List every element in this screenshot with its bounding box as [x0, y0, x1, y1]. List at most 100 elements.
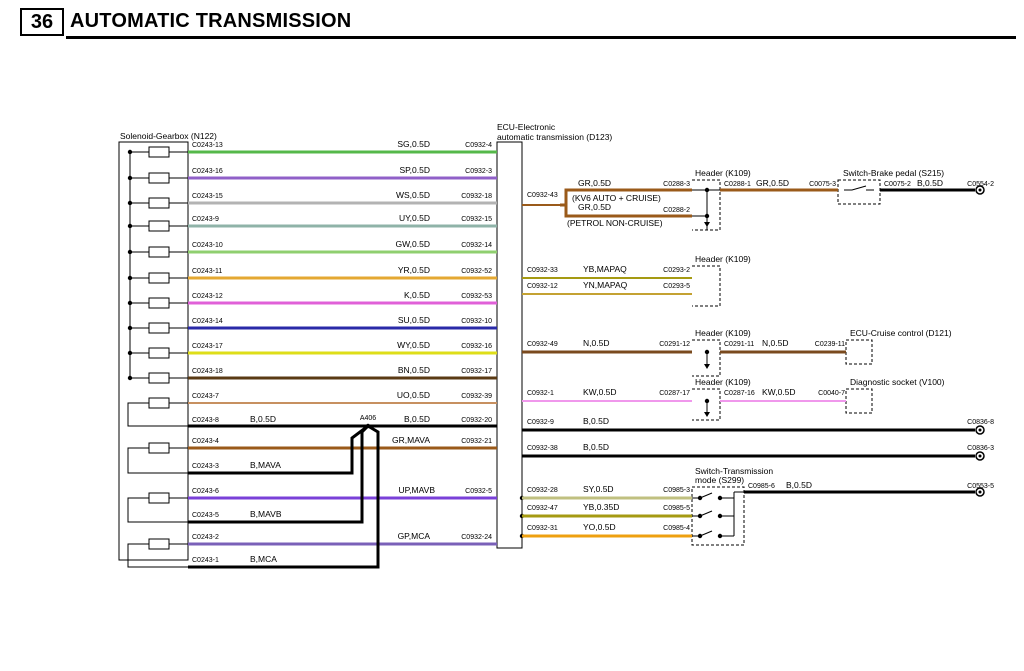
connector-C0243-2: C0243-2 [192, 534, 219, 541]
connector-C0985-4: C0985-4 [663, 525, 690, 532]
connector-C0243-15: C0243-15 [192, 193, 223, 200]
connector-C0243-4: C0243-4 [192, 438, 219, 445]
solenoid-coil [148, 272, 170, 284]
ecu-pin-C0932-21: C0932-21 [461, 438, 492, 445]
connector-C0040-7: C0040-7 [818, 390, 845, 397]
wire-label-GR-MAVA: GR,MAVA [392, 435, 430, 445]
wire-GR-petrol [564, 205, 692, 218]
switch-contact [844, 185, 867, 191]
wire-label-SG,0.5D: SG,0.5D [397, 139, 430, 149]
header-k109-brake-label: Header (K109) [695, 168, 751, 178]
connector-C0291-11: C0291-11 [724, 341, 754, 348]
wire-label-YO,0.5D: YO,0.5D [583, 522, 616, 532]
ecu-pin-C0932-53: C0932-53 [461, 293, 492, 300]
wire-B-MCA [188, 424, 380, 569]
ground-terminal-center [978, 454, 982, 458]
connector-C0293-5: C0293-5 [663, 283, 690, 290]
ecu-pin-C0932-5: C0932-5 [465, 488, 492, 495]
ecu-pin-C0932-24: C0932-24 [461, 534, 492, 541]
variant-note-kv6: (KV6 AUTO + CRUISE) [572, 193, 661, 203]
connector-C0243-16: C0243-16 [192, 168, 223, 175]
wire-label-YB-MAPAQ: YB,MAPAQ [583, 264, 627, 274]
connector-C0239-11: C0239-11 [815, 341, 845, 348]
ecu-pin-C0932-28: C0932-28 [527, 487, 558, 494]
connector-C0243-3: C0243-3 [192, 463, 219, 470]
header-k109-cruise-label: Header (K109) [695, 328, 751, 338]
wire-label-GP-MCA: GP,MCA [398, 531, 431, 541]
wire-label-KW-1: KW,0.5D [583, 387, 617, 397]
header-rule [66, 36, 1016, 39]
connector-C0243-18: C0243-18 [192, 368, 223, 375]
solenoid-coil [148, 297, 170, 309]
connector-C0243-14: C0243-14 [192, 318, 223, 325]
connector-C0243-9: C0243-9 [192, 216, 219, 223]
brake-switch-box [837, 179, 881, 205]
page-header: 36 AUTOMATIC TRANSMISSION [0, 0, 1024, 40]
wire-label-WY,0.5D: WY,0.5D [397, 340, 430, 350]
ground-terminal-center [978, 428, 982, 432]
header-arrow [704, 412, 710, 417]
connector-C0243-17: C0243-17 [192, 343, 223, 350]
connector-C0243-8: C0243-8 [192, 417, 219, 424]
switch-contact [699, 492, 713, 499]
solenoid-gearbox-label: Solenoid-Gearbox (N122) [120, 131, 217, 141]
ecu-pin-C0932-33: C0932-33 [527, 267, 558, 274]
connector-C0291-12: C0291-12 [659, 341, 690, 348]
solenoid-coil [148, 197, 170, 209]
wire-label-B-brake: B,0.5D [917, 178, 943, 188]
wire-label-GR-1: GR,0.5D [578, 178, 611, 188]
connector-C0288-1: C0288-1 [724, 181, 751, 188]
header-k109-diag-box [692, 388, 721, 421]
ecu-pin-C0932-14: C0932-14 [461, 242, 492, 249]
wire-label-B-gnd1: B,0.5D [583, 416, 609, 426]
wire-label-N-1: N,0.5D [583, 338, 609, 348]
ecu-pin-C0932-20: C0932-20 [461, 417, 492, 424]
wire-label-K,0.5D: K,0.5D [404, 290, 430, 300]
solenoid-coil [148, 322, 170, 334]
wire-label-YR,0.5D: YR,0.5D [398, 265, 430, 275]
connector-C0243-6: C0243-6 [192, 488, 219, 495]
ecu-pin-C0932-10: C0932-10 [461, 318, 492, 325]
solenoid-coil [148, 246, 170, 258]
wire-label-UP-MAVB: UP,MAVB [398, 485, 435, 495]
ground-terminal-center [978, 188, 982, 192]
wire-label-GW,0.5D: GW,0.5D [396, 239, 430, 249]
wire-label-WS,0.5D: WS,0.5D [396, 190, 430, 200]
header-arrow [704, 364, 710, 369]
wire-label-GR-2: GR,0.5D [578, 202, 611, 212]
ecu-pin-C0932-39: C0932-39 [461, 393, 492, 400]
wire-label-UY,0.5D: UY,0.5D [399, 213, 430, 223]
header-k109-mapaq-label: Header (K109) [695, 254, 751, 264]
switch-contact [699, 530, 713, 537]
ecu-d123-box [496, 141, 523, 549]
ecu-pin-C0932-43: C0932-43 [527, 192, 558, 199]
connector-C0243-12: C0243-12 [192, 293, 223, 300]
ecu-pin-C0932-4: C0932-4 [465, 142, 492, 149]
solenoid-coil [148, 397, 170, 409]
ground-C0554-2: C0554-2 [967, 181, 994, 188]
connector-C0075-2: C0075-2 [884, 181, 911, 188]
connector-C0243-1: C0243-1 [192, 557, 219, 564]
ecu-pin-C0932-18: C0932-18 [461, 193, 492, 200]
brake-switch-label: Switch-Brake pedal (S215) [843, 168, 944, 178]
wire-GR-kv6 [560, 188, 692, 207]
connector-C0243-11: C0243-11 [192, 268, 222, 275]
connector-C0293-2: C0293-2 [663, 267, 690, 274]
diag-socket-label: Diagnostic socket (V100) [850, 377, 945, 387]
ecu-pin-C0932-3: C0932-3 [465, 168, 492, 175]
connector-C0288-3: C0288-3 [663, 181, 690, 188]
ecu-pin-C0932-15: C0932-15 [461, 216, 492, 223]
wire-label-BN,0.5D: BN,0.5D [398, 365, 430, 375]
wire-label-SY,0.5D: SY,0.5D [583, 484, 614, 494]
ecu-pin-C0932-16: C0932-16 [461, 343, 492, 350]
connector-C0985-3: C0985-3 [663, 487, 690, 494]
ecu-pin-C0932-52: C0932-52 [461, 268, 492, 275]
connector-C0243-13: C0243-13 [192, 142, 223, 149]
wire-label-SP,0.5D: SP,0.5D [399, 165, 430, 175]
connector-C0243-5: C0243-5 [192, 512, 219, 519]
connector-C0985-5: C0985-5 [663, 505, 690, 512]
ecu-pin-C0932-49: C0932-49 [527, 341, 558, 348]
wire-B-MAVB [188, 424, 370, 524]
header-k109-mapaq-box [692, 265, 721, 307]
